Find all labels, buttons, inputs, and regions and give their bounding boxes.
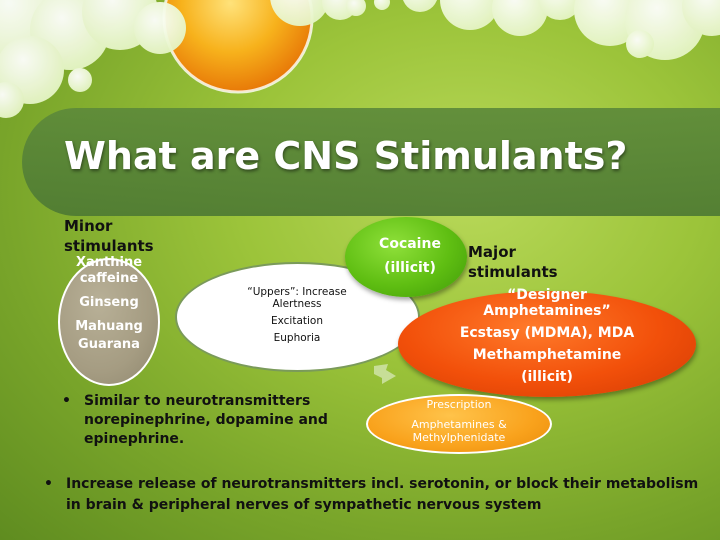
arrow-down-icon (374, 364, 396, 384)
prescription-text: Prescription Amphetamines & Methylphenid… (380, 398, 538, 444)
list-item: Excitation (270, 315, 324, 327)
list-item: Ecstasy (MDMA), MDA (459, 325, 635, 341)
list-item: Xanthine caffeine (75, 255, 143, 286)
center-effects-list: “Uppers”: Increase Alertness Excitation … (232, 286, 362, 349)
title-band (22, 108, 720, 216)
minor-stimulants-label: Minor stimulants (64, 217, 154, 255)
slide-title: What are CNS Stimulants? (64, 134, 628, 178)
list-item: (illicit) (521, 369, 573, 385)
major-stimulants-oval (398, 291, 696, 397)
bullet-symbol: • (62, 393, 71, 409)
sun-shape (164, 0, 312, 92)
list-item: “Uppers”: Increase Alertness (247, 286, 347, 310)
list-item: Mahuang (75, 319, 143, 334)
bullet-symbol: • (44, 476, 53, 492)
bullet-similar-neurotransmitters: • Similar to neurotransmitters norepinep… (62, 392, 362, 449)
bubble-cluster-right (270, 0, 720, 60)
cocaine-name: Cocaine (379, 236, 441, 252)
list-item: Methamphetamine (472, 347, 622, 363)
minor-stimulants-oval (58, 258, 160, 386)
major-stimulants-label: Major stimulants (468, 243, 558, 281)
major-stimulants-list: “Designer Amphetamines” Ecstasy (MDMA), … (420, 287, 674, 391)
bullet-increase-release: • Increase release of neurotransmitters … (44, 474, 704, 516)
bullet-text: Similar to neurotransmitters norepinephr… (84, 393, 328, 447)
cocaine-text: Cocaine (illicit) (360, 232, 460, 280)
list-item: “Designer Amphetamines” (483, 287, 611, 319)
prescription-title: Prescription (426, 398, 492, 411)
bubble-cluster-left (0, 0, 186, 118)
prescription-oval (366, 394, 552, 454)
cocaine-oval (345, 217, 467, 297)
list-item: Ginseng (79, 295, 139, 310)
prescription-items: Amphetamines & Methylphenidate (411, 418, 507, 444)
list-item: Guarana (78, 337, 140, 352)
cocaine-note: (illicit) (384, 260, 436, 276)
minor-stimulants-list: Xanthine caffeine Ginseng Mahuang Guaran… (62, 255, 156, 361)
bullet-text: Increase release of neurotransmitters in… (66, 476, 699, 513)
list-item: Euphoria (273, 332, 321, 344)
